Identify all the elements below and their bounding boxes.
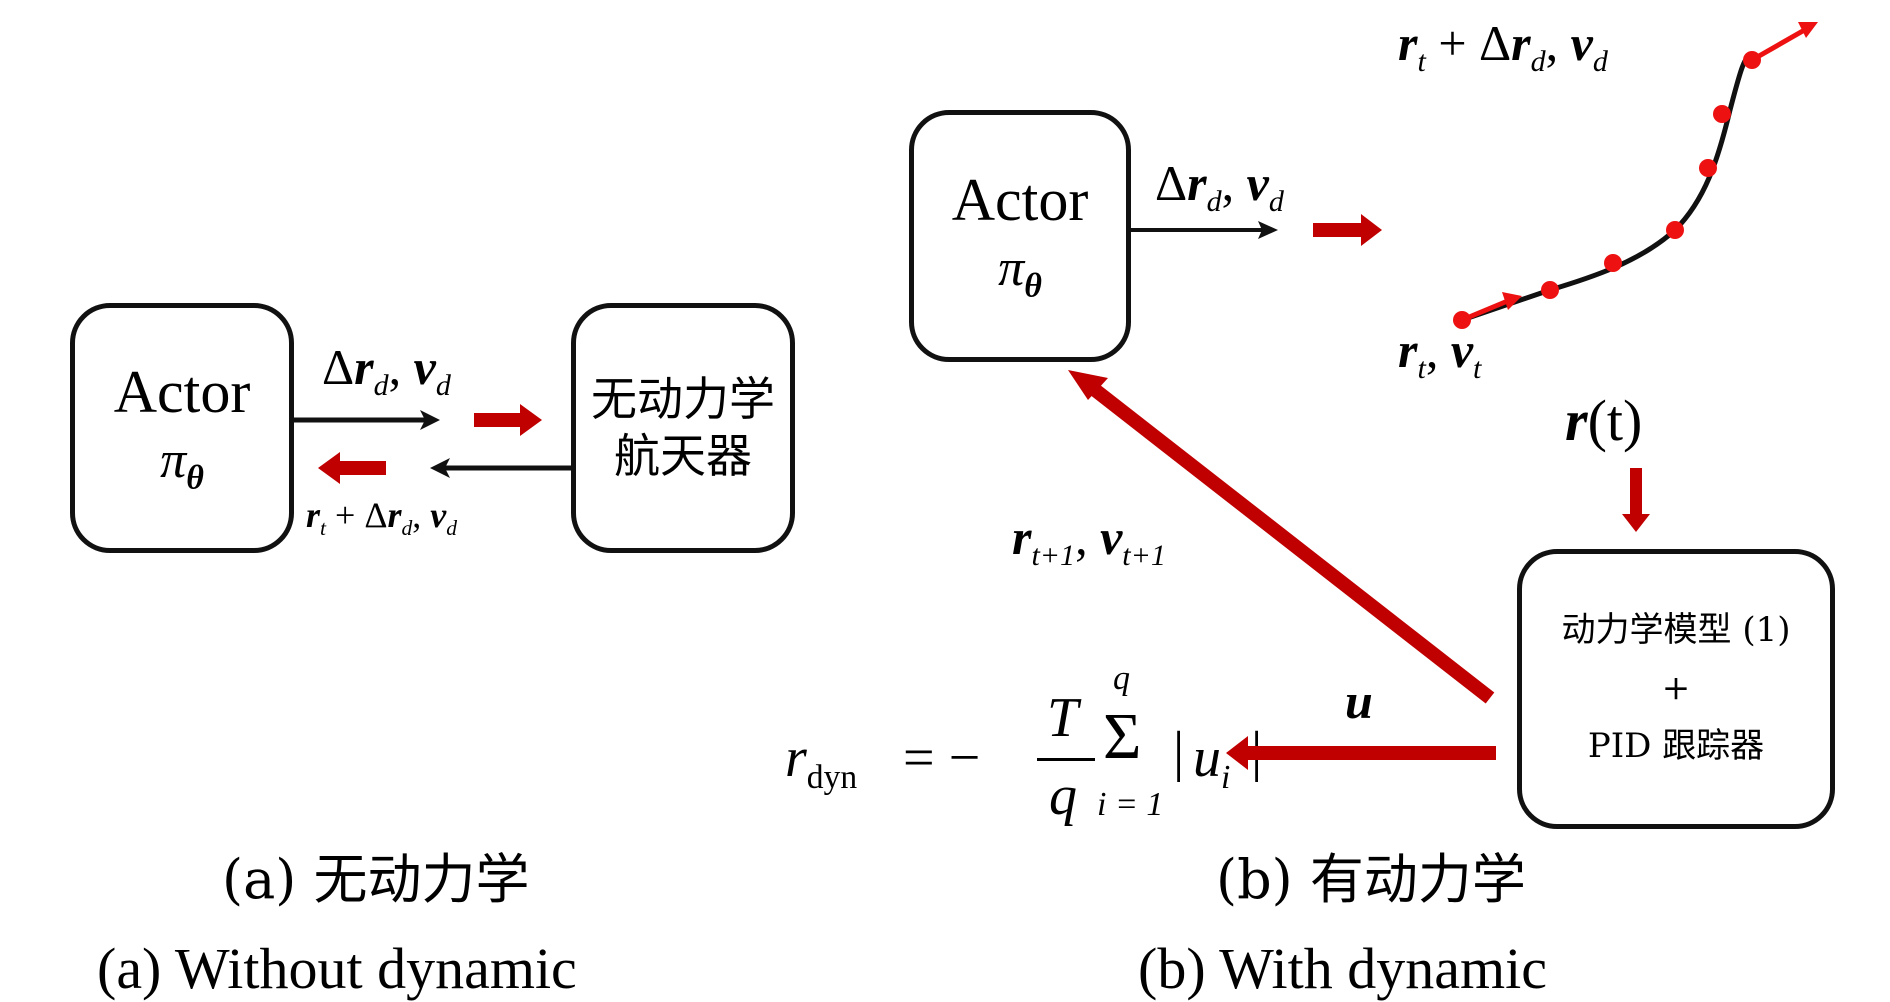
model-box-line2: +	[1661, 668, 1691, 709]
trajectory-end-velocity-arrow	[1750, 22, 1818, 63]
panel-b-action-label: Δrd, vd	[1155, 155, 1284, 218]
feedback-label: rt+1, vt+1	[1012, 509, 1166, 572]
reward-denominator: q	[1049, 765, 1077, 827]
control-label: u	[1345, 673, 1373, 729]
trajectory-point	[1604, 254, 1622, 272]
panel-b-model-box: 动力学模型 (1) + PID 跟踪器	[1517, 549, 1835, 829]
panel-a-return-label: rt + Δrd, vd	[306, 495, 458, 541]
model-box-line1: 动力学模型 (1)	[1561, 610, 1791, 651]
actor-title: Actor	[113, 359, 251, 426]
trajectory-point	[1713, 105, 1731, 123]
panel-b-red-action-arrow	[1313, 214, 1382, 246]
panel-b-actor-box: Actor πθ	[909, 110, 1131, 362]
env-box-line2: 航天器	[614, 429, 752, 483]
sum-top: q	[1113, 660, 1130, 697]
trajectory-start-label: rt, vt	[1398, 322, 1482, 385]
policy-symbol: πθ	[998, 240, 1042, 305]
trajectory-curve	[1461, 54, 1754, 323]
trajectory-to-model-arrow	[1622, 468, 1650, 532]
panel-a-forward-label: Δrd, vd	[322, 339, 451, 402]
control-arrow	[1226, 736, 1496, 770]
env-box-line1: 无动力学	[591, 371, 775, 426]
trajectory-points	[1453, 51, 1761, 329]
trajectory-point	[1541, 281, 1559, 299]
reward-numerator: T	[1047, 687, 1079, 749]
trajectory-end-label: rt + Δrd, vd	[1398, 15, 1608, 78]
trajectory-start-velocity-arrow	[1461, 292, 1522, 323]
panel-b-caption-en: (b) With dynamic	[1138, 936, 1547, 1001]
trajectory-point	[1666, 221, 1684, 239]
panel-a-caption-cn: (a) 无动力学	[222, 848, 530, 911]
panel-a-actor-box: Actor πθ	[70, 303, 294, 553]
panel-a-env-box: 无动力学 航天器	[571, 303, 795, 553]
reward-u: ui	[1193, 727, 1231, 797]
sum-bottom: i = 1	[1097, 786, 1164, 823]
trajectory-label: r(t)	[1565, 388, 1643, 453]
panel-a-red-return-arrow	[318, 452, 386, 484]
trajectory-point	[1743, 51, 1761, 69]
model-box-line3: PID 跟踪器	[1587, 725, 1765, 766]
panel-a-red-forward-arrow	[474, 404, 542, 436]
panel-b-action-arrow	[1131, 221, 1278, 239]
abs-open: |	[1173, 721, 1185, 783]
abs-close: |	[1251, 721, 1263, 783]
fraction-bar	[1037, 758, 1095, 761]
actor-title: Actor	[951, 167, 1089, 234]
sum-sign: Σ	[1103, 700, 1142, 773]
panel-a-caption-en: (a) Without dynamic	[97, 936, 577, 1001]
panel-a-forward-arrow	[294, 410, 440, 430]
panel-b-caption-cn: (b) 有动力学	[1216, 848, 1526, 911]
trajectory-point	[1699, 159, 1717, 177]
panel-a-return-arrow	[430, 458, 571, 478]
reward-eq: = −	[903, 727, 981, 789]
reward-lhs: rdyn	[785, 727, 858, 797]
policy-symbol: πθ	[160, 432, 204, 497]
